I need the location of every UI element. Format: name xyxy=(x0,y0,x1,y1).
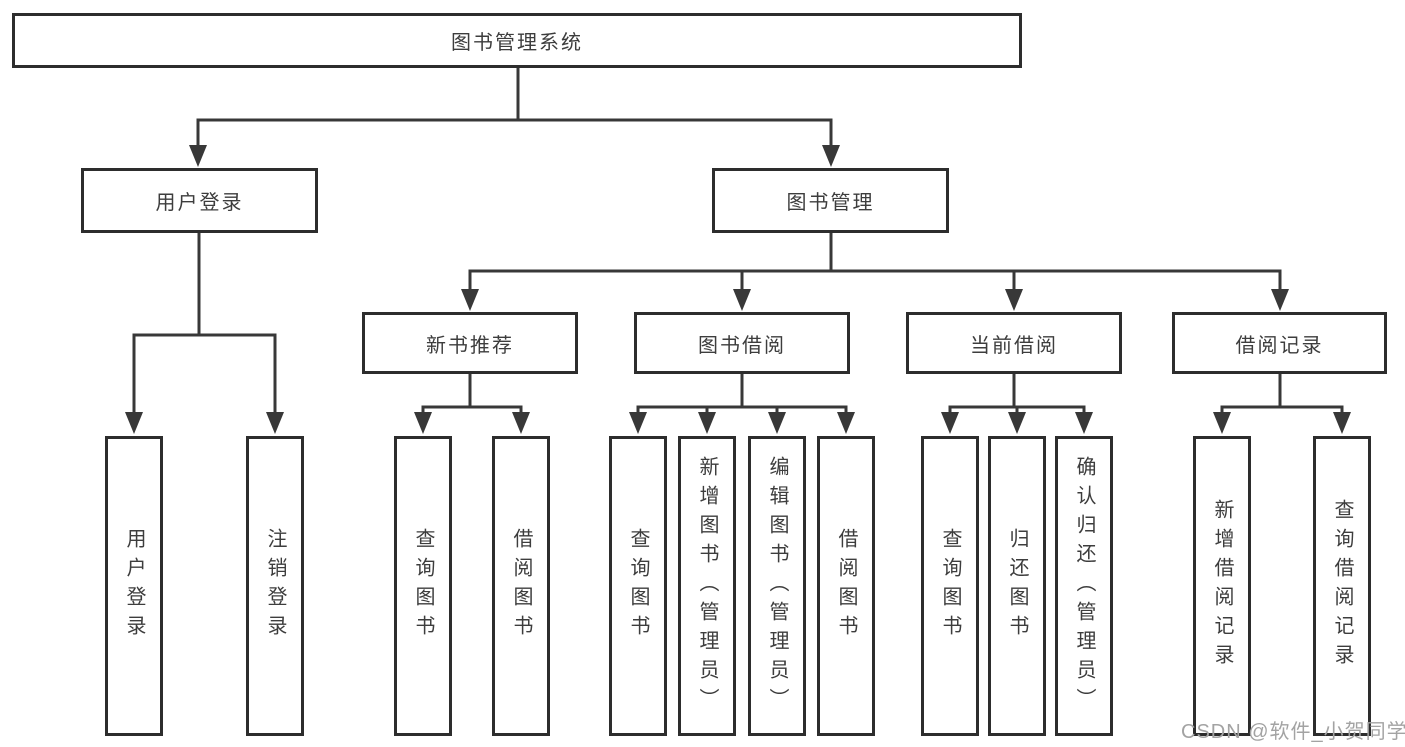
node-leaf-query-books-1-label: 查询图书 xyxy=(412,528,434,644)
node-leaf-edit-books-admin: 编辑图书（管理员） xyxy=(748,436,806,736)
node-book-management: 图书管理 xyxy=(712,168,949,233)
node-user-login: 用户登录 xyxy=(81,168,318,233)
connector-book-borrow-to-leaves xyxy=(629,372,855,434)
node-leaf-logout-label: 注销登录 xyxy=(264,528,286,644)
node-leaf-borrow-books-2-label: 借阅图书 xyxy=(835,528,857,644)
node-borrow-records-label: 借阅记录 xyxy=(1235,334,1324,357)
connector-root-to-level2 xyxy=(189,66,840,167)
node-leaf-return-books-label: 归还图书 xyxy=(1006,528,1028,644)
node-leaf-borrow-books-2: 借阅图书 xyxy=(817,436,875,736)
node-leaf-add-books-admin-label: 新增图书（管理员） xyxy=(696,455,718,717)
connector-current-borrow-to-leaves xyxy=(941,372,1093,434)
node-leaf-confirm-return-admin: 确认归还（管理员） xyxy=(1055,436,1113,736)
node-leaf-query-borrow-record: 查询借阅记录 xyxy=(1313,436,1371,736)
node-leaf-add-books-admin: 新增图书（管理员） xyxy=(678,436,736,736)
node-leaf-user-login-label: 用户登录 xyxy=(123,528,145,644)
node-user-login-label: 用户登录 xyxy=(155,192,244,214)
node-leaf-return-books: 归还图书 xyxy=(988,436,1046,736)
node-root: 图书管理系统 xyxy=(12,13,1022,68)
node-leaf-query-borrow-record-label: 查询借阅记录 xyxy=(1331,499,1353,673)
node-leaf-user-login: 用户登录 xyxy=(105,436,163,736)
node-current-borrowing: 当前借阅 xyxy=(906,312,1122,374)
node-new-book-recommend: 新书推荐 xyxy=(362,312,578,374)
node-leaf-logout: 注销登录 xyxy=(246,436,304,736)
node-book-borrowing: 图书借阅 xyxy=(634,312,850,374)
node-leaf-query-books-2-label: 查询图书 xyxy=(627,528,649,644)
node-book-management-label: 图书管理 xyxy=(786,192,875,214)
node-current-borrowing-label: 当前借阅 xyxy=(970,334,1058,357)
node-leaf-confirm-return-admin-label: 确认归还（管理员） xyxy=(1073,455,1095,717)
node-leaf-borrow-books-1-label: 借阅图书 xyxy=(510,528,532,644)
connector-user-login-to-leaves xyxy=(125,231,284,434)
node-leaf-add-borrow-record: 新增借阅记录 xyxy=(1193,436,1251,736)
watermark: CSDN @软件_小贺同学 xyxy=(1181,721,1405,743)
node-leaf-query-books-2: 查询图书 xyxy=(609,436,667,736)
node-leaf-query-books-3: 查询图书 xyxy=(921,436,979,736)
connector-book-mgmt-to-level3 xyxy=(461,231,1289,311)
node-leaf-borrow-books-1: 借阅图书 xyxy=(492,436,550,736)
node-leaf-query-books-1: 查询图书 xyxy=(394,436,452,736)
node-leaf-query-books-3-label: 查询图书 xyxy=(939,528,961,644)
node-leaf-add-borrow-record-label: 新增借阅记录 xyxy=(1211,499,1233,673)
node-new-book-recommend-label: 新书推荐 xyxy=(426,334,514,357)
node-borrow-records: 借阅记录 xyxy=(1172,312,1387,374)
node-leaf-edit-books-admin-label: 编辑图书（管理员） xyxy=(766,455,788,717)
connector-borrow-records-to-leaves xyxy=(1213,372,1351,434)
node-book-borrowing-label: 图书借阅 xyxy=(698,334,786,357)
connector-new-book-rec-to-leaves xyxy=(414,372,530,434)
node-root-label: 图书管理系统 xyxy=(451,32,583,54)
